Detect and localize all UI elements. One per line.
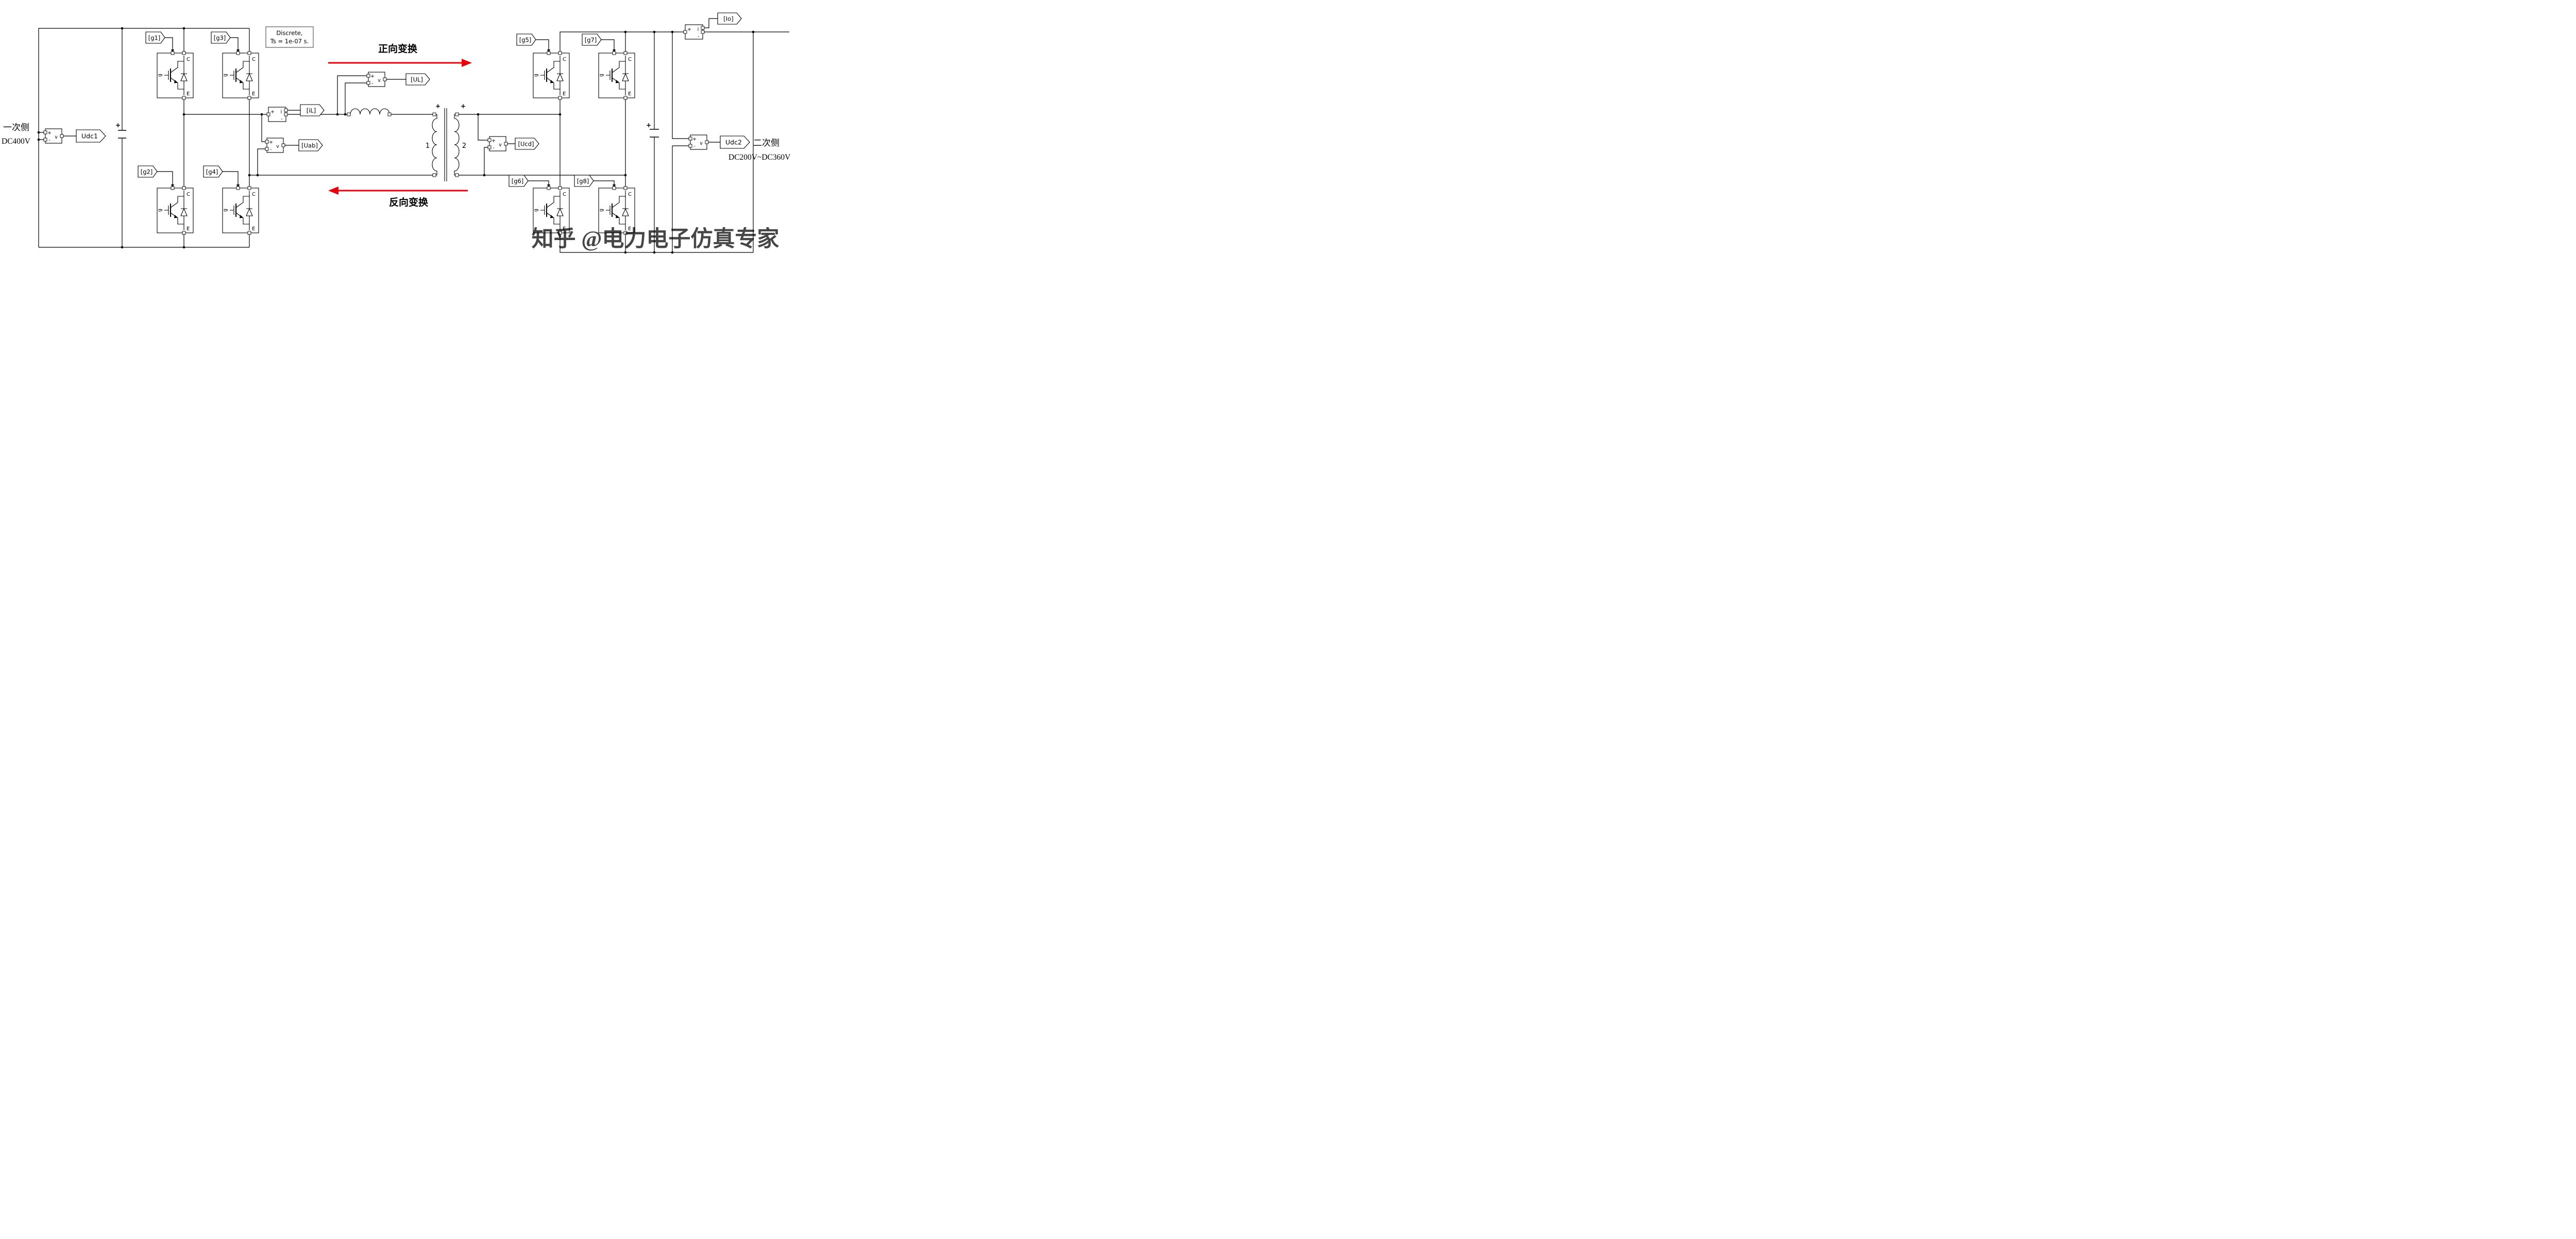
from-tag-g4[interactable]: [g4] bbox=[203, 165, 223, 178]
polarity-plus-cap2: + bbox=[646, 122, 651, 129]
voltage-measurement-udc2[interactable] bbox=[688, 134, 709, 150]
transformer-winding-1 bbox=[432, 114, 437, 176]
polarity-plus-cap1: + bbox=[115, 122, 121, 129]
from-tag-g7[interactable]: [g7] bbox=[582, 33, 602, 46]
from-tag-g2[interactable]: [g2] bbox=[138, 165, 158, 178]
svg-text:[g2]: [g2] bbox=[141, 168, 153, 176]
goto-tag-io[interactable]: [Io] bbox=[717, 12, 742, 25]
svg-text:[Ucd]: [Ucd] bbox=[518, 141, 534, 148]
svg-text:Udc2: Udc2 bbox=[725, 139, 742, 146]
transformer-core bbox=[444, 108, 447, 181]
goto-tag-uab[interactable]: [Uab] bbox=[298, 139, 323, 151]
annotation-secondary-side[interactable]: 二次侧 bbox=[753, 138, 779, 148]
svg-text:[Io]: [Io] bbox=[723, 15, 733, 23]
voltage-measurement-ucd[interactable] bbox=[487, 136, 508, 151]
transformer-port-square bbox=[432, 112, 436, 116]
igbt-block-7[interactable] bbox=[598, 51, 635, 100]
polarity-plus-xfmr2: + bbox=[461, 103, 466, 110]
igbt-block-3[interactable] bbox=[222, 51, 259, 100]
igbt-block-2[interactable] bbox=[157, 186, 194, 235]
svg-text:[g7]: [g7] bbox=[585, 37, 597, 44]
signal-wires-primary[interactable] bbox=[38, 28, 434, 248]
powergui-block[interactable]: Discrete, Ts = 1e-07 s. bbox=[265, 26, 314, 48]
from-tag-g6[interactable]: [g6] bbox=[509, 175, 529, 187]
goto-tag-ul[interactable]: [UL] bbox=[405, 73, 430, 86]
svg-text:[g8]: [g8] bbox=[577, 178, 589, 185]
powergui-line1: Discrete, bbox=[276, 29, 302, 37]
inductor-port-square bbox=[387, 112, 392, 116]
transformer-winding-2 bbox=[454, 114, 460, 176]
voltage-measurement-udc1[interactable] bbox=[43, 128, 64, 144]
svg-text:[UL]: [UL] bbox=[411, 76, 423, 83]
from-tag-g1[interactable]: [g1] bbox=[145, 31, 165, 44]
svg-text:[g4]: [g4] bbox=[206, 168, 218, 176]
inductor[interactable] bbox=[347, 108, 392, 116]
forward-arrow-head bbox=[462, 59, 472, 67]
transformer-winding2-label: 2 bbox=[462, 142, 466, 150]
signal-wires-secondary[interactable] bbox=[457, 18, 789, 253]
svg-text:[iL]: [iL] bbox=[307, 107, 316, 114]
annotation-primary-voltage[interactable]: DC400V bbox=[2, 137, 31, 146]
transformer-port-square bbox=[455, 112, 459, 116]
annotation-forward[interactable]: 正向变换 bbox=[378, 43, 418, 55]
gate-signal-wires[interactable] bbox=[157, 37, 615, 184]
transformer-port-square bbox=[455, 173, 459, 177]
voltage-measurement-ul[interactable] bbox=[366, 72, 387, 87]
svg-text:[g5]: [g5] bbox=[519, 37, 532, 44]
goto-tag-il[interactable]: [iL] bbox=[300, 104, 325, 116]
annotation-primary-side[interactable]: 一次侧 bbox=[3, 123, 29, 132]
igbt-block-4[interactable] bbox=[222, 186, 259, 235]
igbt-block-1[interactable] bbox=[157, 51, 194, 100]
capacitor-primary[interactable] bbox=[118, 130, 126, 139]
igbt-block-5[interactable] bbox=[533, 51, 570, 100]
from-tag-g5[interactable]: [g5] bbox=[516, 33, 536, 46]
reverse-arrow-head bbox=[328, 186, 338, 195]
transformer[interactable]: 1 2 bbox=[426, 108, 466, 181]
annotation-secondary-voltage[interactable]: DC200V~DC360V bbox=[728, 153, 791, 162]
inductor-port-square bbox=[347, 112, 351, 116]
junction-dots bbox=[37, 27, 755, 254]
svg-text:[g1]: [g1] bbox=[148, 35, 161, 42]
goto-tag-ucd[interactable]: [Ucd] bbox=[515, 138, 539, 150]
svg-text:[Uab]: [Uab] bbox=[301, 142, 318, 149]
capacitor-secondary[interactable] bbox=[650, 129, 659, 138]
simulink-model-canvas: g C E + - v + i - bbox=[0, 0, 793, 265]
from-tag-g8[interactable]: [g8] bbox=[574, 175, 594, 187]
current-measurement-io[interactable] bbox=[683, 24, 705, 40]
goto-tag-udc2[interactable]: Udc2 bbox=[720, 135, 750, 149]
svg-text:Udc1: Udc1 bbox=[81, 132, 98, 140]
transformer-winding1-label: 1 bbox=[426, 142, 430, 150]
voltage-measurement-uab[interactable] bbox=[265, 138, 285, 153]
watermark: 知乎 @电力电子仿真专家 bbox=[532, 227, 779, 251]
transformer-port-square bbox=[432, 173, 436, 177]
current-measurement-il[interactable] bbox=[266, 107, 288, 123]
polarity-plus-xfmr1: + bbox=[435, 103, 440, 110]
svg-text:[g6]: [g6] bbox=[512, 178, 524, 185]
from-tag-g3[interactable]: [g3] bbox=[211, 31, 231, 44]
powergui-line2: Ts = 1e-07 s. bbox=[270, 38, 309, 45]
goto-tag-udc1[interactable]: Udc1 bbox=[76, 129, 106, 143]
annotation-reverse[interactable]: 反向变换 bbox=[389, 196, 429, 208]
powergui-body bbox=[265, 26, 314, 48]
svg-text:[g3]: [g3] bbox=[214, 35, 226, 42]
